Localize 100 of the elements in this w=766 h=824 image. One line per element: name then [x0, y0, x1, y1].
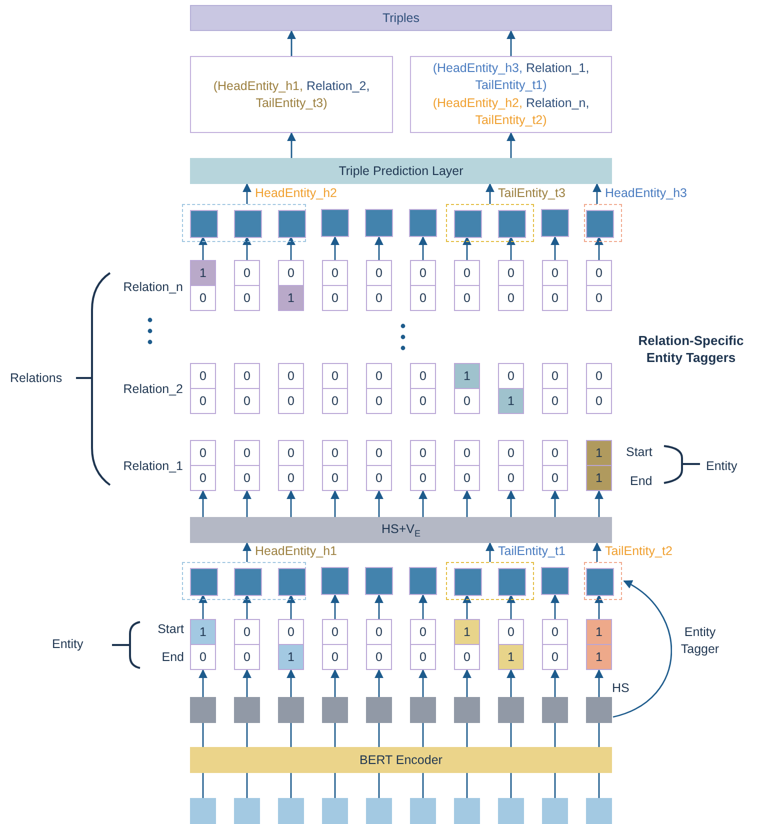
- triple-box: [410, 56, 612, 133]
- arrow: [286, 669, 296, 697]
- tag-value: 0: [374, 445, 384, 462]
- embedding-square: [498, 568, 526, 596]
- tag-value: 0: [286, 368, 296, 385]
- tag-value: 0: [323, 285, 347, 310]
- arrow: [594, 669, 604, 697]
- tag-value: 1: [587, 620, 611, 644]
- arrow: [418, 490, 428, 517]
- embedding-square: [234, 568, 262, 596]
- tag-value: 0: [455, 644, 479, 669]
- tag-value: 0: [418, 265, 428, 282]
- arrow: [286, 490, 296, 517]
- tag-value: 0: [587, 388, 611, 413]
- tag-value: 1: [499, 644, 523, 669]
- embedding-square: [454, 568, 482, 596]
- tag-column: [454, 260, 480, 311]
- hidden-state-square: [190, 697, 216, 723]
- tag-value: 0: [455, 388, 479, 413]
- embedding-square: [365, 567, 393, 595]
- tag-value: 0: [374, 368, 384, 385]
- arrow: [592, 183, 602, 204]
- tag-column: [322, 363, 348, 414]
- arrow: [418, 594, 428, 619]
- tag-value: 0: [462, 265, 472, 282]
- embedding-square: [586, 568, 614, 596]
- tag-value: 1: [455, 620, 479, 644]
- entity-span-label: TailEntity_t3: [498, 186, 566, 200]
- triple-text: (HeadEntity_h2, Relation_n, TailEntity_t2): [432, 95, 590, 129]
- annotation-label: Relations: [10, 370, 64, 386]
- connector-line: [598, 773, 600, 798]
- tag-value: 0: [543, 285, 567, 310]
- tag-value: 0: [330, 624, 340, 641]
- tag-value: 0: [543, 644, 567, 669]
- tag-value: 0: [550, 265, 560, 282]
- tag-column: [542, 440, 568, 491]
- connector-line: [554, 773, 556, 798]
- tag-column: [322, 260, 348, 311]
- embedding-square: [498, 210, 526, 238]
- connector-line: [466, 723, 468, 747]
- connector-line: [598, 723, 600, 747]
- arrow: [286, 236, 296, 260]
- arrow: [506, 30, 516, 56]
- hidden-state-square: [498, 697, 524, 723]
- connector-line: [290, 773, 292, 798]
- arrow: [550, 669, 560, 697]
- tag-value: 0: [418, 445, 428, 462]
- embedding-square: [586, 210, 614, 238]
- connector-line: [202, 723, 204, 747]
- token-square: [278, 798, 304, 824]
- tag-value: 0: [198, 445, 208, 462]
- triple-text: (HeadEntity_h3, Relation_1, TailEntity_t1): [432, 60, 590, 94]
- connector-line: [510, 773, 512, 798]
- token-square: [190, 798, 216, 824]
- arrow: [594, 594, 604, 619]
- tag-column: [190, 363, 216, 414]
- arrow: [242, 183, 252, 204]
- connector-line: [422, 723, 424, 747]
- tag-value: 0: [286, 265, 296, 282]
- tag-value: 0: [242, 624, 252, 641]
- tag-value: 1: [191, 261, 215, 285]
- arrow: [418, 669, 428, 697]
- tag-value: 0: [506, 265, 516, 282]
- embedding-square: [321, 567, 349, 595]
- tag-value: 0: [367, 388, 391, 413]
- triple-box: [190, 56, 393, 133]
- tag-value: 1: [587, 465, 611, 490]
- tag-column: [498, 440, 524, 491]
- arrow: [612, 580, 672, 718]
- layer-label: BERT Encoder: [360, 753, 442, 767]
- tag-value: 0: [418, 624, 428, 641]
- token-square: [542, 798, 568, 824]
- tag-column: [410, 260, 436, 311]
- arrow: [506, 132, 516, 158]
- tag-value: 0: [411, 388, 435, 413]
- layer-label: HS+V$_{E}$: [381, 522, 421, 538]
- hidden-state-square: [586, 697, 612, 723]
- arrow: [506, 594, 516, 619]
- connector-line: [378, 773, 380, 798]
- embedding-square: [409, 567, 437, 595]
- tag-value: 0: [235, 388, 259, 413]
- token-square: [586, 798, 612, 824]
- tag-value: 0: [550, 368, 560, 385]
- tag-value: 0: [191, 465, 215, 490]
- connector-line: [466, 773, 468, 798]
- tag-value: 0: [198, 368, 208, 385]
- tag-value: 0: [418, 368, 428, 385]
- tag-value: 0: [499, 285, 523, 310]
- tag-value: 0: [411, 644, 435, 669]
- tag-value: 0: [323, 388, 347, 413]
- tag-value: 0: [235, 465, 259, 490]
- embedding-square: [190, 568, 218, 596]
- arrow: [242, 669, 252, 697]
- entity-span-label: HeadEntity_h1: [255, 544, 338, 558]
- tag-value: 0: [411, 285, 435, 310]
- tag-value: 0: [374, 624, 384, 641]
- annotation-label: Entity: [52, 636, 84, 652]
- section-heading: Relation-Specific Entity Taggers: [637, 333, 745, 367]
- annotation-label: Start: [626, 444, 654, 460]
- tag-value: 0: [367, 285, 391, 310]
